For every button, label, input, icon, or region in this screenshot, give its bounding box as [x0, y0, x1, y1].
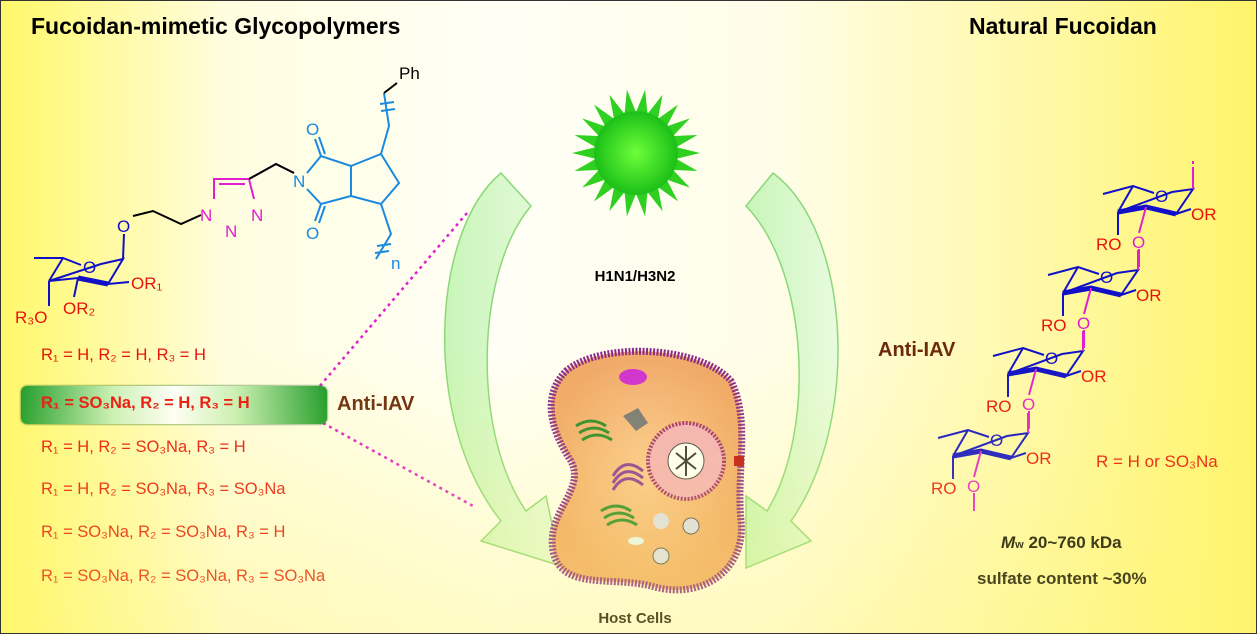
fucose-unit: O OR RO O: [1096, 169, 1217, 267]
virus-spike: [582, 118, 604, 136]
substituent-option: R₁ = H, R₂ = SO₃Na, R₃ = H: [41, 438, 246, 456]
triazole-n2-label: N: [225, 222, 237, 241]
triazole-n1-label: N: [200, 206, 212, 225]
linker-oxygen-label: O: [117, 217, 130, 236]
glycosidic-oxygen-label: O: [1132, 233, 1145, 252]
virus-spike: [594, 104, 613, 126]
fucose-unit: O OR RO O: [1041, 250, 1162, 348]
anti-iav-left-label: Anti-IAV: [337, 393, 415, 415]
mw-value: 20~760 kDa: [1023, 533, 1122, 552]
host-cell-icon: [547, 347, 746, 594]
r3o-label: R₃O: [15, 308, 47, 327]
ring-oxygen-label: O: [1045, 349, 1058, 368]
virus-spike: [668, 118, 690, 136]
virus-spike: [659, 104, 678, 126]
virus-spike: [574, 134, 598, 147]
ring-oxygen-label: O: [1155, 187, 1168, 206]
glycosidic-oxygen-label: O: [1077, 314, 1090, 333]
dotted-connector-bottom: [322, 421, 474, 508]
or-label: OR: [1136, 286, 1162, 305]
ro-label: RO: [931, 479, 957, 498]
ro-label: RO: [986, 397, 1012, 416]
cell-label: Host Cells: [598, 610, 671, 627]
or-label: OR: [1081, 367, 1107, 386]
virus-spike: [674, 159, 698, 172]
imide-n-label: N: [293, 172, 305, 191]
highlight-pill: [21, 386, 327, 424]
arrow-left-curved: [443, 171, 563, 568]
virus-body: [594, 111, 678, 195]
virus-spike: [609, 94, 624, 118]
virus-spike: [594, 180, 613, 202]
mw-symbol: M: [1001, 533, 1016, 552]
substituent-option: R₁ = SO₃Na, R₂ = SO₃Na, R₃ = H: [41, 523, 286, 541]
ro-label: RO: [1096, 235, 1122, 254]
virus-spike: [609, 188, 624, 212]
substituent-option: R₁ = H, R₂ = H, R₃ = H: [41, 346, 206, 364]
left-title: Fucoidan-mimetic Glycopolymers: [31, 13, 401, 39]
substituent-option: R₁ = SO₃Na, R₂ = H, R₃ = H: [41, 394, 250, 412]
virus-spike: [572, 147, 595, 159]
fucose-unit: O OR RO O: [986, 331, 1107, 429]
or-label: OR: [1026, 449, 1052, 468]
carbonyl-o-bottom-label: O: [306, 224, 319, 243]
phenyl-label: Ph: [399, 64, 420, 83]
glycosidic-oxygen-label: O: [967, 477, 980, 496]
virus-icon: [572, 89, 700, 217]
fucose-unit: O OR RO O: [931, 413, 1052, 511]
or1-label: OR₁: [131, 274, 163, 293]
arrow-right-curved: [744, 171, 839, 570]
molecular-weight: Mw 20~760 kDa: [1001, 533, 1122, 553]
mw-subscript: w: [1015, 539, 1024, 551]
triazole-n3-label: N: [251, 206, 263, 225]
glycosidic-oxygen-label: O: [1022, 395, 1035, 414]
virus-spike: [636, 193, 648, 217]
sulfate-content: sulfate content ~30%: [977, 569, 1147, 588]
virus-spike: [624, 193, 636, 217]
virus-spike: [648, 188, 663, 212]
virus-spike: [659, 180, 678, 202]
repeat-n-label: n: [391, 254, 400, 273]
r-definition: R = H or SO₃Na: [1096, 452, 1218, 471]
virus-spike: [648, 94, 663, 118]
virus-spike: [636, 89, 648, 113]
virus-spike: [677, 147, 700, 159]
virus-spike: [674, 134, 698, 147]
ring-oxygen-label: O: [990, 431, 1003, 450]
ring-oxygen-label: O: [83, 258, 96, 277]
anti-iav-right-label: Anti-IAV: [878, 339, 956, 361]
dotted-connector-top: [318, 212, 468, 388]
or-label: OR: [1191, 205, 1217, 224]
virus-spike: [582, 170, 604, 188]
virus-spike: [574, 159, 598, 172]
ring-oxygen-label: O: [1100, 268, 1113, 287]
virus-label: H1N1/H3N2: [595, 268, 676, 285]
carbonyl-o-top-label: O: [306, 120, 319, 139]
glycopolymer-structure: Ph O O OR₁ OR₂ R₃O N N N N O O n: [15, 64, 420, 327]
substituent-option: R₁ = SO₃Na, R₂ = SO₃Na, R₃ = SO₃Na: [41, 567, 326, 585]
or2-label: OR₂: [63, 299, 95, 318]
ro-label: RO: [1041, 316, 1067, 335]
substituent-option: R₁ = H, R₂ = SO₃Na, R₃ = SO₃Na: [41, 480, 286, 498]
virus-spike: [624, 89, 636, 113]
right-title: Natural Fucoidan: [969, 13, 1157, 39]
virus-spike: [668, 170, 690, 188]
